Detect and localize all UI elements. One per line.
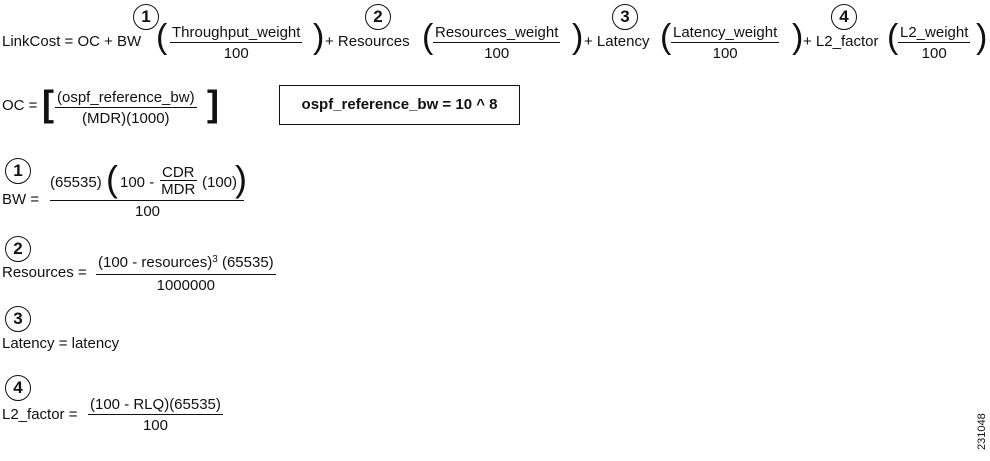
paren-close: ) [572, 18, 584, 56]
bw-lhs: BW = [2, 191, 40, 208]
bw-fraction-bar [50, 200, 244, 201]
linkcost-lhs: LinkCost = OC + BW [2, 33, 142, 50]
paren-close: ) [235, 158, 247, 199]
marker-4-icon: 4 [5, 375, 31, 401]
marker-1-icon: 1 [5, 158, 31, 184]
bw-inner-suffix: (100) [202, 174, 238, 191]
bracket-close: ] [207, 83, 219, 124]
oc-numerator: (ospf_reference_bw) [57, 89, 195, 106]
term1-denominator: 100 [223, 45, 249, 62]
marker-3-icon: 3 [5, 306, 31, 332]
figure-id: 231048 [976, 413, 988, 450]
resources-fraction: (100 - resources)3 (65535) 1000000 [96, 254, 276, 294]
bw-inner-numerator: CDR [162, 164, 195, 181]
l2-denominator: 100 [142, 417, 168, 434]
resources-denominator: 1000000 [156, 277, 216, 294]
marker-4-icon: 4 [831, 4, 857, 30]
bracket-open: [ [42, 83, 54, 124]
paren-open: ( [156, 18, 168, 56]
bw-inner-prefix: 100 - [120, 174, 155, 191]
resources-lhs: Resources = [2, 264, 87, 281]
marker-2-icon: 2 [5, 236, 31, 262]
bw-num-prefix: (65535) [50, 174, 102, 191]
term3-numerator: Latency_weight [673, 24, 778, 41]
paren-open: ( [660, 18, 672, 56]
l2-lhs: L2_factor = [2, 406, 78, 423]
marker-2-icon: 2 [365, 4, 391, 30]
bw-denominator: 100 [135, 203, 161, 220]
term3-denominator: 100 [712, 45, 738, 62]
marker-1-icon: 1 [133, 4, 159, 30]
linkcost-plus-latency: + Latency [584, 33, 650, 50]
bw-inner-denominator: MDR [161, 181, 196, 198]
linkcost-plus-resources: + Resources [325, 33, 410, 50]
ospf-reference-box: ospf_reference_bw = 10 ^ 8 [279, 85, 520, 125]
paren-open: ( [106, 158, 118, 199]
paren-close: ) [313, 18, 325, 56]
marker-3-icon: 3 [612, 4, 638, 30]
paren-close: ) [976, 18, 988, 56]
oc-lhs: OC = [2, 97, 38, 114]
term2-numerator: Resources_weight [435, 24, 559, 41]
linkcost-term2-fraction: Resources_weight 100 [433, 24, 561, 62]
term4-denominator: 100 [921, 45, 947, 62]
linkcost-term3-fraction: Latency_weight 100 [671, 24, 780, 62]
paren-open: ( [422, 18, 434, 56]
paren-close: ) [792, 18, 804, 56]
term2-denominator: 100 [484, 45, 510, 62]
l2-fraction: (100 - RLQ)(65535) 100 [88, 396, 223, 434]
term1-numerator: Throughput_weight [172, 24, 301, 41]
term4-numerator: L2_weight [900, 24, 969, 41]
bw-inner-fraction: CDR MDR [160, 165, 197, 197]
resources-numerator: (100 - resources)3 (65535) [98, 254, 274, 271]
l2-numerator: (100 - RLQ)(65535) [90, 396, 221, 413]
linkcost-term4-fraction: L2_weight 100 [898, 24, 971, 62]
latency-equation: Latency = latency [2, 335, 120, 352]
paren-open: ( [887, 18, 899, 56]
linkcost-term1-fraction: Throughput_weight 100 [170, 24, 303, 62]
oc-denominator: (MDR)(1000) [82, 110, 170, 127]
oc-fraction: (ospf_reference_bw) (MDR)(1000) [55, 89, 197, 127]
linkcost-plus-l2: + L2_factor [803, 33, 879, 50]
